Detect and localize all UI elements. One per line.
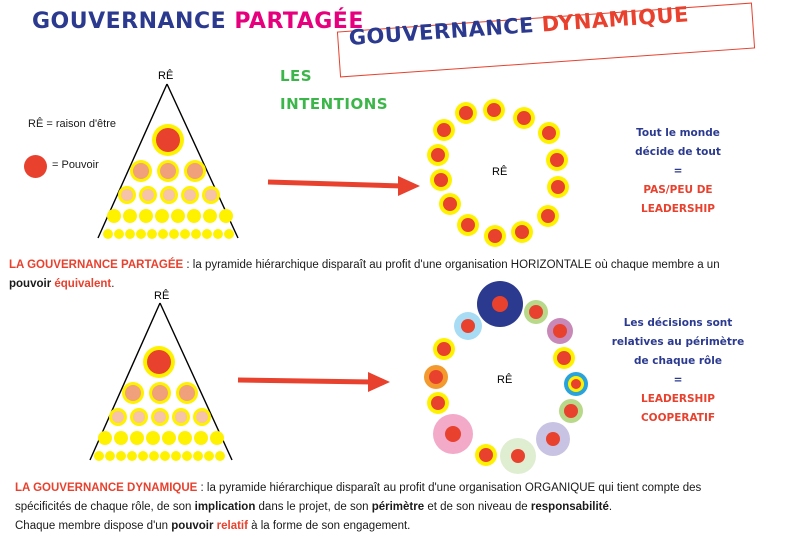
paragraph-dynamique: LA GOUVERNANCE DYNAMIQUE : la pyramide h…	[15, 479, 785, 536]
legend-re-definition: RÊ = raison d'être	[28, 118, 117, 130]
pyramid-top-label-1: RÊ	[158, 70, 174, 82]
para-dynamique-t7: à la forme de son engagement.	[247, 520, 411, 532]
pyramid-dynamique-row4	[98, 431, 224, 445]
pyramid-dynamique-row3	[109, 408, 211, 426]
para-partagee-t1: : la pyramide hiérarchique disparaît au …	[183, 259, 720, 271]
title-partagee-word1: GOUVERNANCE	[32, 9, 227, 34]
side-partagee-l1: Tout le monde	[636, 127, 720, 139]
pyramid-dynamique-row5	[94, 451, 225, 461]
pyramid-partagee-row4	[107, 209, 233, 223]
side-partagee-l3: =	[673, 165, 683, 177]
side-partagee-l5: LEADERSHIP	[641, 203, 715, 215]
para-partagee-t2: .	[111, 278, 115, 290]
side-partagee-l4: PAS/PEU DE	[643, 184, 713, 196]
para-dynamique-lead: LA GOUVERNANCE DYNAMIQUE	[15, 482, 198, 494]
para-dynamique-t4: et de son niveau de	[424, 501, 531, 513]
side-dynamique-l1: Les décisions sont	[623, 317, 733, 329]
para-dynamique-t3: dans le projet, de son	[255, 501, 372, 513]
para-dynamique-t2: spécificités de chaque rôle, de son	[15, 501, 195, 513]
circle-center-label-2: RÊ	[497, 374, 513, 386]
pyramid-partagee	[97, 83, 239, 239]
pyramid-top-label-2: RÊ	[154, 290, 170, 302]
side-text-dynamique: Les décisions sont relatives au périmètr…	[601, 314, 755, 428]
para-partagee-r1: équivalent	[54, 278, 112, 290]
pyramid-partagee-row5	[103, 229, 234, 239]
legend-pouvoir-dot	[24, 155, 47, 178]
para-dynamique-t1: : la pyramide hiérarchique disparaît au …	[197, 482, 702, 494]
side-dynamique-l4: =	[673, 374, 683, 386]
circle-dynamique	[424, 281, 588, 474]
side-dynamique-l3: de chaque rôle	[634, 355, 722, 367]
side-text-partagee: Tout le monde décide de tout = PAS/PEU D…	[608, 124, 748, 219]
side-dynamique-l6: COOPERATIF	[640, 412, 716, 424]
para-partagee-b1: pouvoir	[9, 278, 52, 290]
arrow-dynamique	[237, 372, 390, 392]
para-dynamique-b1: implication	[194, 501, 256, 513]
intentions-line1: LES	[280, 67, 313, 85]
pyramid-partagee-row2	[130, 160, 206, 182]
title-partagee-word2: PARTAGÉE	[234, 9, 364, 34]
para-partagee-lead: LA GOUVERNANCE PARTAGÉE	[9, 259, 184, 271]
side-dynamique-l2: relatives au périmètre	[611, 336, 745, 348]
side-partagee-l2: décide de tout	[635, 146, 721, 158]
legend-pouvoir-label: = Pouvoir	[52, 159, 99, 171]
intentions-label: LES INTENTIONS	[280, 62, 388, 118]
circle-center-label-1: RÊ	[492, 166, 508, 178]
intentions-line2: INTENTIONS	[280, 95, 389, 113]
paragraph-partagee: LA GOUVERNANCE PARTAGÉE : la pyramide hi…	[9, 256, 779, 294]
title-gouvernance-partagee: GOUVERNANCE PARTAGÉE	[32, 9, 364, 34]
side-dynamique-l5: LEADERSHIP	[641, 393, 715, 405]
para-dynamique-t6: Chaque membre dispose d'un	[15, 520, 172, 532]
arrow-partagee	[267, 176, 420, 196]
para-dynamique-t5: .	[608, 501, 613, 513]
pyramid-dynamique	[89, 302, 233, 461]
para-dynamique-b2: périmètre	[371, 501, 425, 513]
para-dynamique-r1: relatif	[216, 520, 248, 532]
para-dynamique-b4: pouvoir	[171, 520, 214, 532]
pyramid-partagee-row3	[118, 186, 220, 204]
para-dynamique-b3: responsabilité	[530, 501, 609, 513]
circle-partagee	[427, 99, 569, 247]
pyramid-dynamique-row2	[122, 382, 198, 404]
